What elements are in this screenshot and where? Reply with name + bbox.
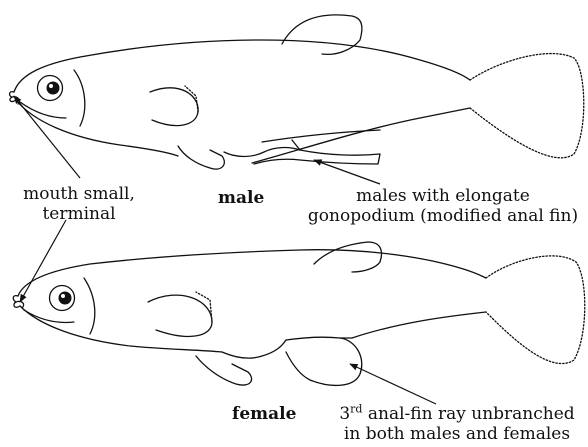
anal-ray-label: 3rd anal-fin ray unbranched in both male…: [326, 404, 588, 444]
male-fish: [10, 15, 584, 169]
male-pelvic-fin: [178, 146, 224, 169]
anal-ray-label-line2: in both males and females: [326, 424, 588, 444]
male-label: male: [218, 188, 264, 208]
mouth-label-line1: mouth small,: [6, 184, 152, 204]
male-dorsal-fin: [282, 15, 362, 55]
female-pelvic-fin: [196, 356, 252, 385]
male-caudal-fin: [470, 54, 584, 158]
ray-number: 3: [339, 404, 350, 424]
female-caudal-fin: [486, 256, 585, 364]
female-ventral-outline: [20, 306, 222, 352]
female-label: female: [232, 404, 296, 424]
male-gonopodium: [224, 148, 380, 164]
ray-superscript: rd: [350, 402, 362, 415]
gonopodium-label-line1: males with elongate: [300, 186, 586, 206]
female-dorsal-outline: [18, 250, 486, 296]
mouth-label-line2: terminal: [6, 204, 152, 224]
female-dorsal-fin: [314, 242, 382, 272]
mouth-leader-upper: [14, 96, 80, 178]
ray-text: anal-fin ray unbranched: [362, 404, 574, 424]
gonopodium-label: males with elongate gonopodium (modified…: [300, 186, 586, 226]
female-fish: [13, 242, 585, 385]
anal-ray-label-line1: 3rd anal-fin ray unbranched: [326, 404, 588, 424]
male-pectoral-fin: [150, 88, 198, 126]
male-dorsal-outline: [14, 40, 470, 92]
mouth-leader-lower: [20, 220, 66, 302]
mouth-label: mouth small, terminal: [6, 184, 152, 224]
leader-lines: [14, 96, 436, 404]
gonopodium-label-line2: gonopodium (modified anal fin): [300, 206, 586, 226]
female-anal-fin: [286, 337, 362, 385]
anal-ray-leader: [350, 364, 436, 404]
female-pectoral-fin: [148, 295, 212, 336]
